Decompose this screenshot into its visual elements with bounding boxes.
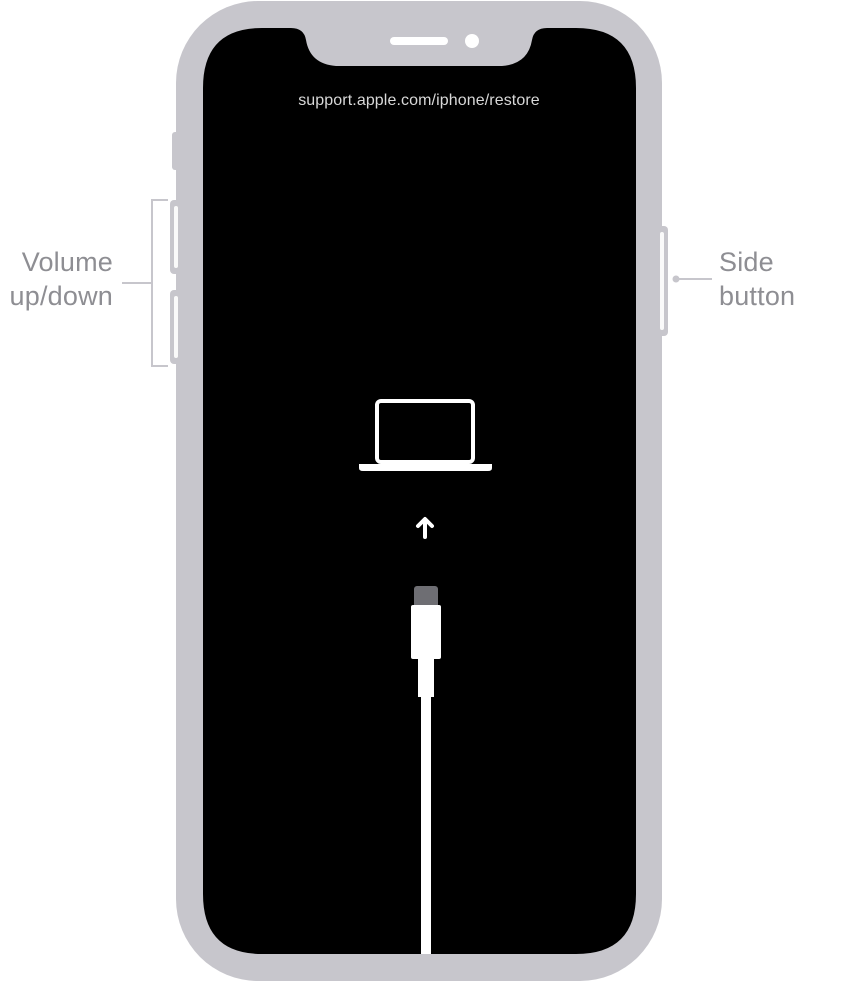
side-label-line2: button <box>719 281 796 311</box>
volume-label-line1: Volume <box>21 247 113 277</box>
front-camera <box>465 34 479 48</box>
lightning-cable-icon <box>411 586 441 954</box>
volume-label-line2: up/down <box>9 281 113 311</box>
side-label-line1: Side <box>719 247 774 277</box>
laptop-icon <box>359 399 492 471</box>
side-button-label: Side button <box>719 245 850 313</box>
earpiece-speaker <box>390 37 448 45</box>
volume-callout-line <box>122 199 168 367</box>
side-button-callout-dot <box>672 275 680 283</box>
arrow-up-icon <box>416 517 434 539</box>
restore-url-text: support.apple.com/iphone/restore <box>298 92 540 109</box>
volume-buttons-label: Volume up/down <box>0 245 113 313</box>
phone-screen <box>203 28 636 954</box>
lightning-connector-tip <box>414 586 438 608</box>
